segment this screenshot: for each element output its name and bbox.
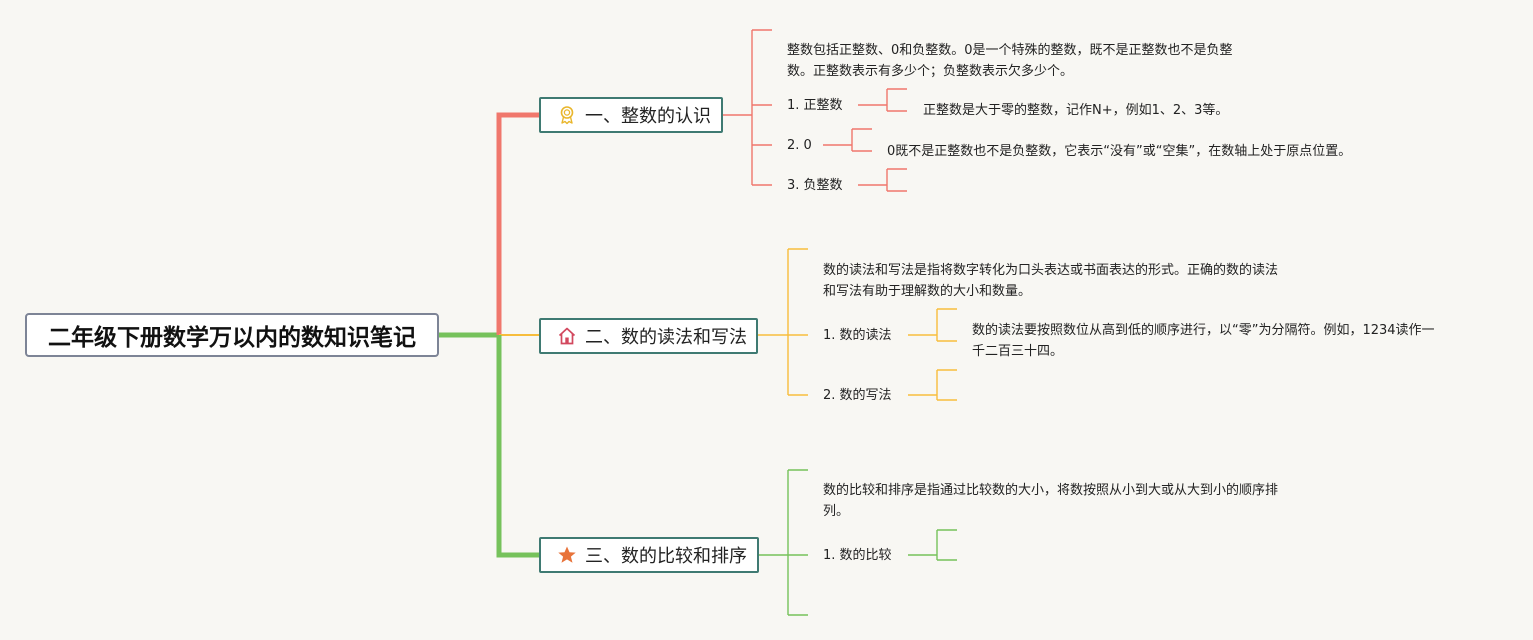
subtopic-reading[interactable]: 1. 数的读法 <box>823 328 892 343</box>
branch3-children-connectors <box>759 469 957 616</box>
branch3-intro[interactable]: 数的比较和排序是指通过比较数的大小，将数按照从小到大或从大到小的顺序排 列。 <box>823 480 1278 522</box>
subtopic-positive-integers[interactable]: 1. 正整数 <box>787 98 843 113</box>
subtopic-zero[interactable]: 2. 0 <box>787 138 812 153</box>
branch1-children-connectors <box>723 29 907 192</box>
branch-topic-integers[interactable]: 一、整数的认识 <box>539 97 723 133</box>
branch2-children-connectors <box>758 248 957 401</box>
detail-positive-integers[interactable]: 正整数是大于零的整数，记作N+，例如1、2、3等。 <box>923 103 1229 118</box>
intro-line: 和写法有助于理解数的大小和数量。 <box>823 284 1032 299</box>
branch-topic-comparison-sorting[interactable]: 三、数的比较和排序 <box>539 537 759 573</box>
branch2-intro[interactable]: 数的读法和写法是指将数字转化为口头表达或书面表达的形式。正确的数的读法 和写法有… <box>823 260 1278 302</box>
detail-zero[interactable]: 0既不是正整数也不是负整数，它表示“没有”或“空集”，在数轴上处于原点位置。 <box>887 144 1352 159</box>
subtopic-comparison[interactable]: 1. 数的比较 <box>823 548 892 563</box>
subtopic-writing[interactable]: 2. 数的写法 <box>823 388 892 403</box>
intro-line: 数的读法和写法是指将数字转化为口头表达或书面表达的形式。正确的数的读法 <box>823 263 1279 278</box>
intro-line: 整数包括正整数、0和负整数。0是一个特殊的整数，既不是正整数也不是负整 <box>787 43 1233 58</box>
branch-title: 三、数的比较和排序 <box>585 546 747 567</box>
detail-line: 数的读法要按照数位从高到低的顺序进行，以“零”为分隔符。例如，1234读作一 <box>972 323 1435 338</box>
subtopic-negative-integers[interactable]: 3. 负整数 <box>787 178 843 193</box>
branch1-connector <box>496 112 539 335</box>
intro-line: 数。正整数表示有多少个；负整数表示欠多少个。 <box>787 64 1074 79</box>
award-ribbon-icon <box>557 105 577 125</box>
star-icon <box>557 545 577 565</box>
root-topic[interactable]: 二年级下册数学万以内的数知识笔记 <box>25 313 439 357</box>
home-icon <box>557 326 577 346</box>
branch-topic-reading-writing[interactable]: 二、数的读法和写法 <box>539 318 758 354</box>
root-title: 二年级下册数学万以内的数知识笔记 <box>48 325 416 351</box>
branch3-connector <box>496 335 539 558</box>
detail-reading[interactable]: 数的读法要按照数位从高到低的顺序进行，以“零”为分隔符。例如，1234读作一 千… <box>972 320 1435 362</box>
branch-title: 一、整数的认识 <box>585 106 711 127</box>
intro-line: 数的比较和排序是指通过比较数的大小，将数按照从小到大或从大到小的顺序排 <box>823 483 1279 498</box>
intro-line: 列。 <box>823 504 850 519</box>
branch-title: 二、数的读法和写法 <box>585 327 747 348</box>
detail-line: 千二百三十四。 <box>972 344 1064 359</box>
branch1-intro[interactable]: 整数包括正整数、0和负整数。0是一个特殊的整数，既不是正整数也不是负整 数。正整… <box>787 40 1233 82</box>
